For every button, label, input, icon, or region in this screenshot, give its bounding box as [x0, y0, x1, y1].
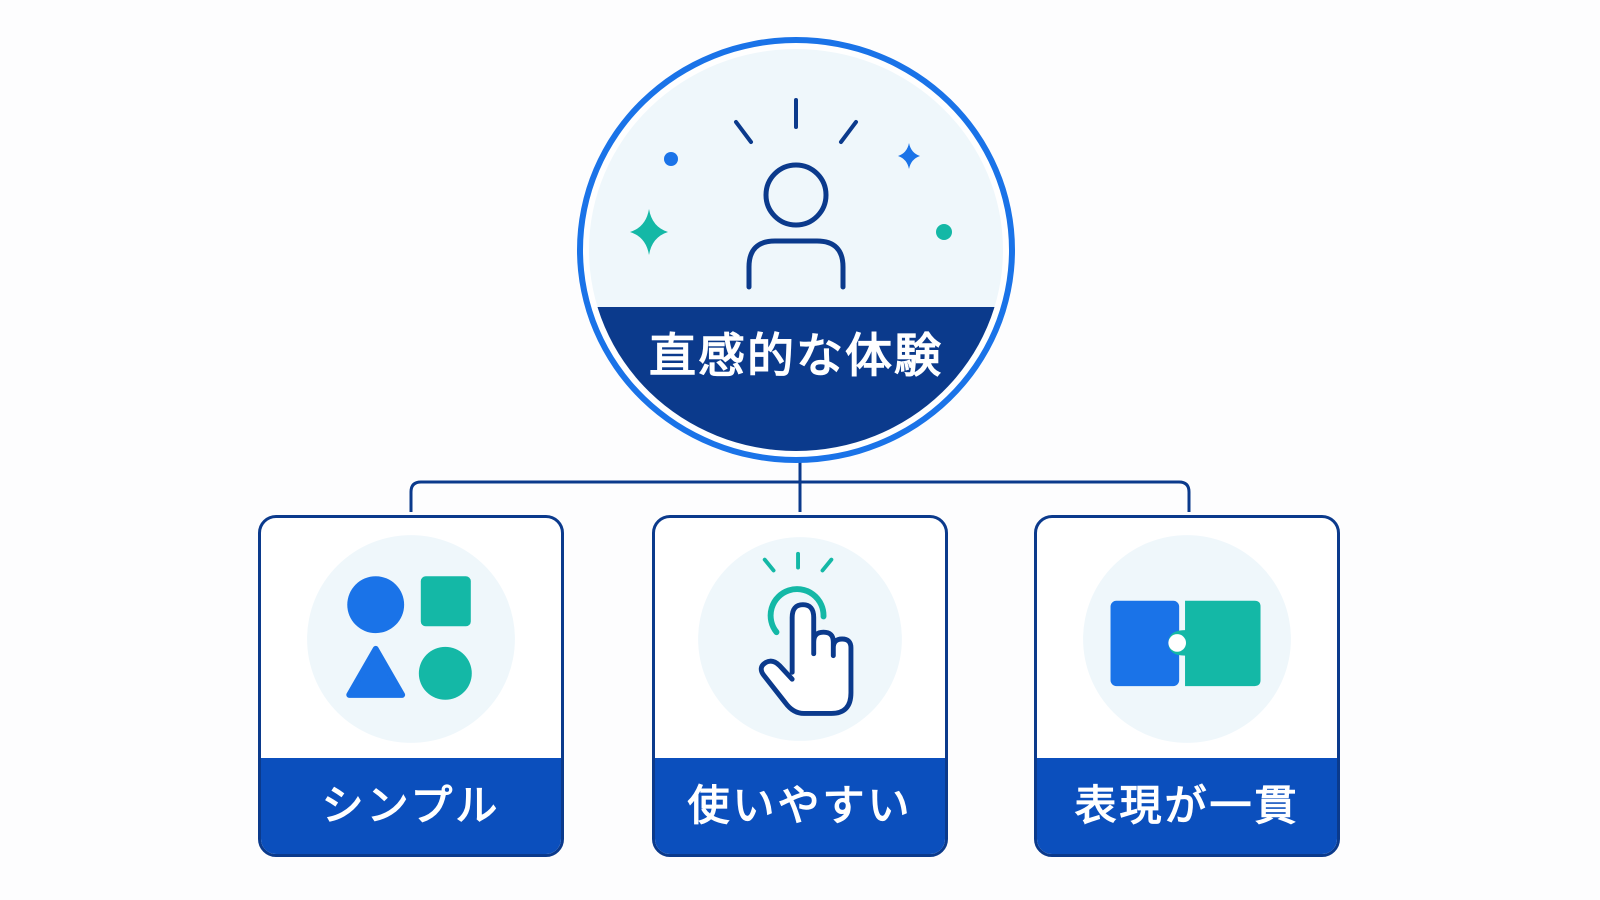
root-label: 直感的な体験: [649, 329, 943, 384]
user-with-sparkles-icon: [630, 98, 952, 290]
root-node: 直感的な体験: [577, 37, 1015, 463]
child-label-band: シンプル: [261, 758, 561, 854]
puzzle-icon: [1083, 535, 1291, 743]
child-node-consistent: 表現が一貫: [1034, 515, 1340, 857]
child-label-band: 表現が一貫: [1037, 758, 1337, 854]
root-label-band: 直感的な体験: [589, 307, 1003, 451]
child-label: 使いやすい: [687, 781, 913, 830]
shapes-icon: [307, 535, 515, 743]
child-label: 表現が一貫: [1074, 781, 1300, 830]
child-label: シンプル: [321, 781, 501, 830]
tap-hand-icon: [698, 537, 902, 741]
child-node-simple: シンプル: [258, 515, 564, 857]
child-label-band: 使いやすい: [655, 758, 945, 854]
child-node-easy-to-use: 使いやすい: [652, 515, 948, 857]
